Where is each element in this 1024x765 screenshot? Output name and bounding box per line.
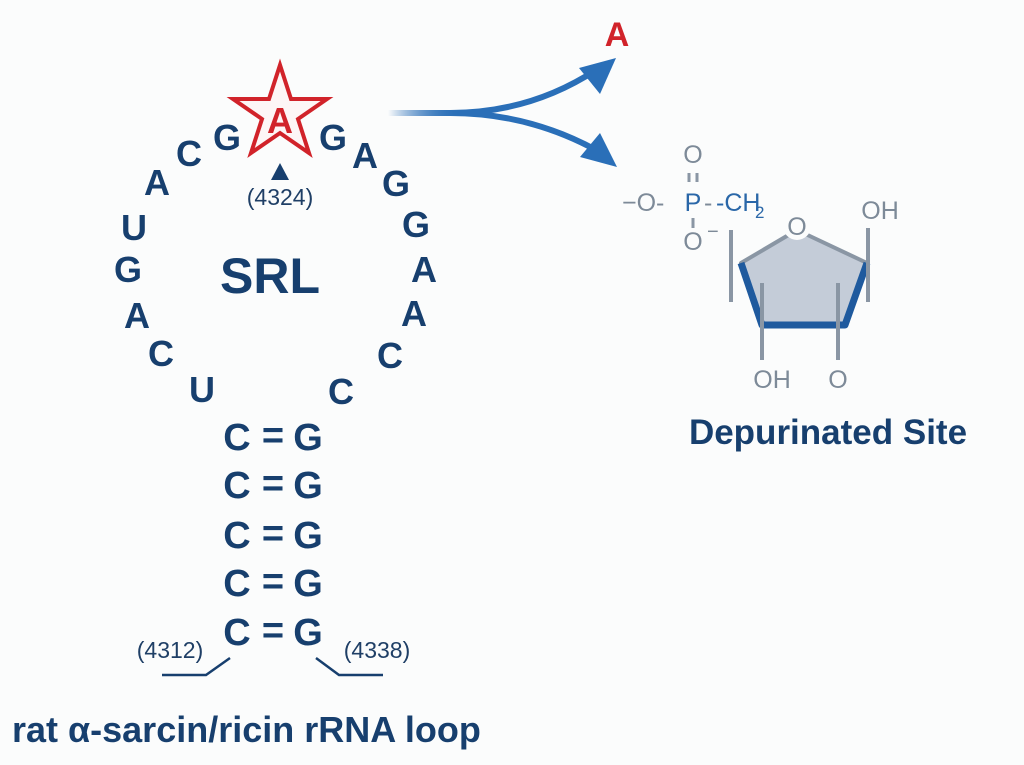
stem-left-base: C bbox=[223, 465, 250, 507]
phosphate-oxygen-top: O bbox=[683, 141, 702, 169]
stem-bond: = bbox=[262, 610, 284, 652]
cleavage-pointer-icon bbox=[271, 163, 289, 180]
stem-bond: = bbox=[262, 513, 284, 555]
loop-nucleotide: U bbox=[189, 369, 215, 410]
phosphate-oxygen-bottom: O bbox=[683, 228, 702, 256]
stem-start-label: (4312) bbox=[137, 637, 203, 663]
stem-pair: C = G bbox=[223, 610, 323, 654]
loop-nucleotide: G bbox=[319, 117, 347, 158]
ch2-label: -CH bbox=[716, 189, 760, 217]
phosphate-chain-left: −O- bbox=[622, 189, 664, 217]
ch2-subscript: 2 bbox=[755, 203, 764, 222]
loop-nucleotide: A bbox=[401, 293, 427, 334]
stem-right-base: G bbox=[293, 515, 323, 557]
loop-label: SRL bbox=[220, 248, 320, 304]
depurinated-structure: O O −O- P - -CH 2 O − OH OH O bbox=[622, 141, 899, 394]
loop-nucleotide: C bbox=[148, 333, 174, 374]
stem-pair: C = G bbox=[223, 415, 323, 459]
stem-pair: C = G bbox=[223, 463, 323, 507]
loop-nucleotide: G bbox=[402, 204, 430, 245]
c1-hydroxyl: OH bbox=[861, 197, 899, 225]
diagram-caption: rat α-sarcin/ricin rRNA loop bbox=[12, 709, 481, 750]
stem-left-base: C bbox=[223, 417, 250, 459]
loop-nucleotide: A bbox=[144, 162, 170, 203]
stem-left-base: C bbox=[223, 612, 250, 654]
ring-oxygen: O bbox=[787, 213, 806, 241]
c3-hydroxyl: OH bbox=[753, 366, 791, 394]
stem-pair: C = G bbox=[223, 513, 323, 557]
phosphorus-atom: P bbox=[685, 189, 702, 217]
backbone-3prime-line bbox=[315, 656, 383, 677]
star-highlight-icon bbox=[226, 58, 334, 158]
stem-bond: = bbox=[262, 561, 284, 603]
loop-nucleotide: A bbox=[411, 249, 437, 290]
stem-right-base: G bbox=[293, 563, 323, 605]
loop-nucleotide: C bbox=[176, 133, 202, 174]
phosphate-charge: − bbox=[707, 221, 719, 243]
loop-nucleotide: C bbox=[328, 371, 354, 412]
stem-pair: C = G bbox=[223, 561, 323, 605]
loop-nucleotide: U bbox=[121, 207, 147, 248]
reaction-arrow bbox=[385, 58, 617, 167]
stem-right-base: G bbox=[293, 417, 323, 459]
ch2-group: -CH bbox=[716, 189, 760, 217]
ch2-bond: - bbox=[704, 189, 712, 217]
stem-end-label: (4338) bbox=[344, 637, 410, 663]
arrowhead-up-icon bbox=[579, 58, 616, 94]
target-base-A: A bbox=[267, 100, 293, 141]
c2-oxygen: O bbox=[828, 366, 847, 394]
arrowhead-down-icon bbox=[580, 133, 617, 167]
loop-nucleotide: A bbox=[352, 135, 378, 176]
product-label: Depurinated Site bbox=[689, 413, 967, 452]
backbone-5prime-line bbox=[162, 656, 231, 677]
stem-left-base: C bbox=[223, 515, 250, 557]
stem-bond: = bbox=[262, 415, 284, 457]
stem-right-base: G bbox=[293, 465, 323, 507]
released-adenine: A bbox=[605, 16, 630, 54]
loop-nucleotide: G bbox=[114, 249, 142, 290]
loop-nucleotide: C bbox=[377, 335, 403, 376]
loop-nucleotide: G bbox=[213, 117, 241, 158]
loop-nucleotide: G bbox=[382, 163, 410, 204]
loop-nucleotide: A bbox=[124, 295, 150, 336]
target-position-label: (4324) bbox=[247, 184, 313, 210]
stem-right-base: G bbox=[293, 612, 323, 654]
stem-left-base: C bbox=[223, 563, 250, 605]
stem-bond: = bbox=[262, 463, 284, 505]
